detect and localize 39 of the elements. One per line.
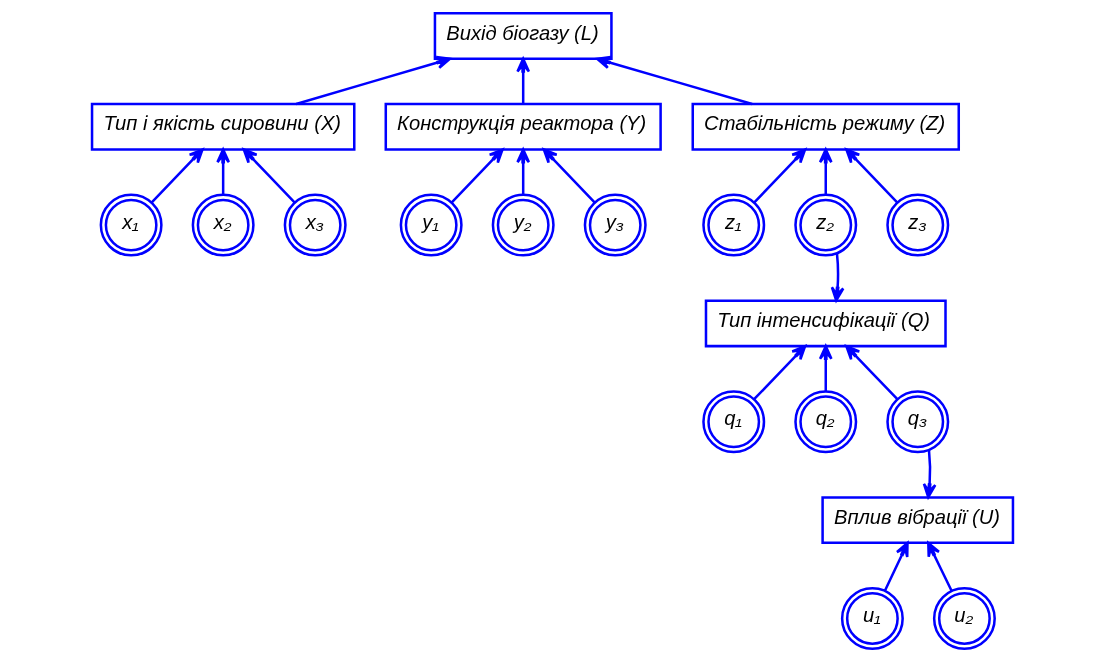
node-box: Конструкція реактора (Y) bbox=[384, 102, 662, 151]
arrow bbox=[515, 148, 530, 195]
arrow bbox=[542, 148, 596, 204]
node-circle: y₃ bbox=[583, 193, 647, 257]
arrow bbox=[752, 344, 806, 401]
node-circle: u₂ bbox=[932, 586, 996, 650]
arrow bbox=[295, 55, 451, 106]
arrow bbox=[515, 57, 530, 104]
node-circle: z₁ bbox=[701, 193, 765, 257]
node-circle: z₃ bbox=[885, 193, 949, 257]
arrow bbox=[926, 541, 953, 592]
arrow bbox=[883, 541, 909, 592]
node-box: Тип і якість сировини (X) bbox=[90, 102, 355, 151]
arrow bbox=[922, 450, 936, 499]
arrow bbox=[818, 344, 833, 392]
arrow bbox=[844, 344, 898, 401]
node-circle: q₃ bbox=[885, 390, 949, 454]
arrow bbox=[242, 148, 296, 204]
node-circle: u₁ bbox=[840, 586, 904, 650]
node-circle: q₁ bbox=[701, 390, 765, 454]
arrow bbox=[844, 148, 898, 204]
node-box: Тип інтенсифікації (Q) bbox=[704, 299, 947, 348]
node-circle: x₁ bbox=[99, 193, 163, 257]
arrow bbox=[215, 148, 230, 195]
node-circle: x₂ bbox=[191, 193, 255, 257]
arrow bbox=[818, 148, 833, 195]
arrow bbox=[450, 148, 504, 204]
node-circle: z₂ bbox=[793, 193, 857, 257]
arrow bbox=[830, 253, 844, 302]
node-circle: y₂ bbox=[491, 193, 555, 257]
node-box: Вплив вібрації (U) bbox=[820, 496, 1014, 545]
node-circle: x₃ bbox=[283, 193, 347, 257]
arrow bbox=[150, 148, 204, 204]
arrow bbox=[595, 55, 752, 106]
node-box: Стабільність режиму (Z) bbox=[691, 102, 960, 151]
node-box: Вихід біогазу (L) bbox=[433, 12, 613, 60]
arrow bbox=[752, 148, 806, 204]
node-circle: q₂ bbox=[793, 390, 857, 454]
node-circle: y₁ bbox=[399, 193, 463, 257]
